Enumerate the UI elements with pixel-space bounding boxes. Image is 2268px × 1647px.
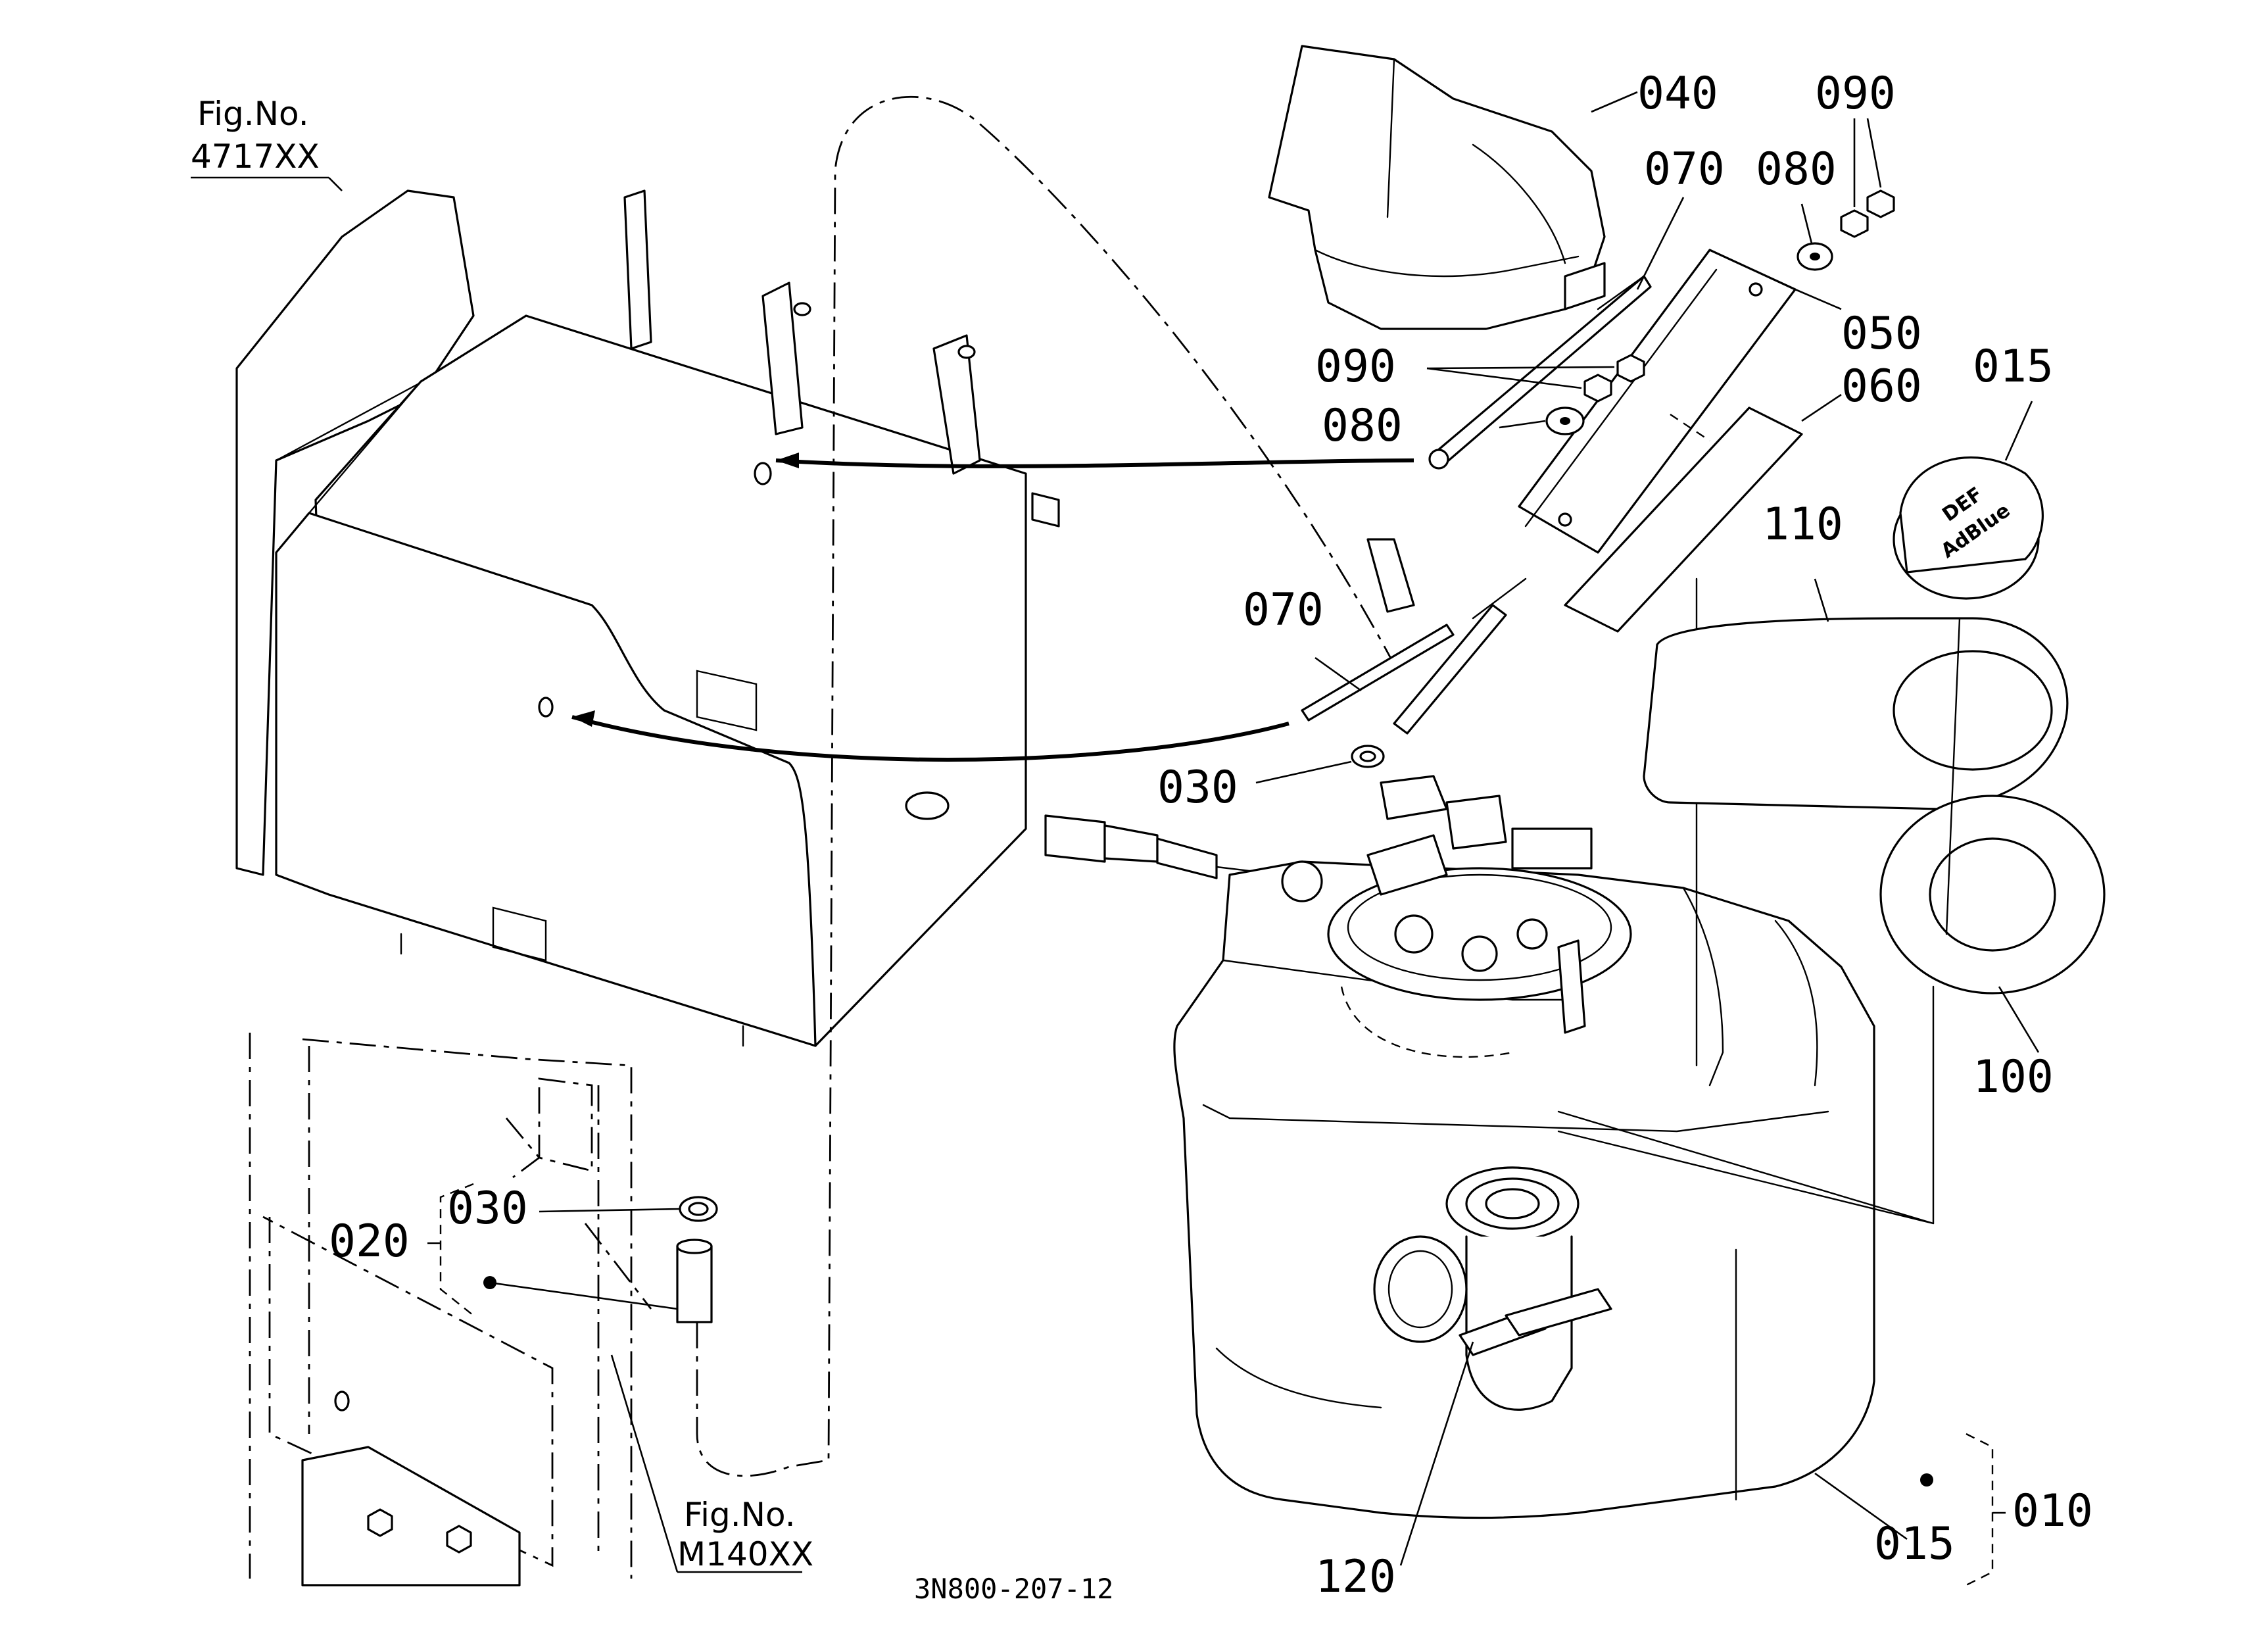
label-090-mid: 090: [1315, 341, 1396, 393]
drawing-code: 3N800-207-12: [914, 1573, 1113, 1605]
label-030-low: 030: [447, 1183, 528, 1235]
hose-clamp-lower: [539, 1196, 718, 1323]
clip-030-mid: [1255, 745, 1385, 784]
label-015-tank: 015: [1874, 1518, 1955, 1570]
label-030-mid: 030: [1157, 762, 1238, 814]
rubber-pad: [1564, 393, 1842, 633]
label-080-mid: 080: [1322, 400, 1403, 452]
retainer-bracket: [1518, 249, 1842, 554]
leader-fig-4717: [328, 177, 343, 191]
vent-tube: [1366, 538, 1415, 613]
group-bracket-010: [1920, 1433, 2006, 1586]
fig-ref-m140-line1: Fig.No.: [684, 1496, 796, 1534]
def-tank: [1173, 578, 1935, 1566]
label-060: 060: [1841, 360, 1922, 412]
label-120: 120: [1315, 1551, 1396, 1603]
washer-080-top: [1797, 203, 1833, 271]
gasket-100: [1879, 617, 2106, 1225]
assembly-arrow-lower: [571, 715, 1290, 762]
tension-rod-top: [1428, 197, 1685, 470]
label-040: 040: [1637, 68, 1718, 120]
harness-route-phantom: [696, 95, 1395, 1477]
leader-fig-m140: [610, 1354, 679, 1573]
sensor-connector: [1044, 814, 1284, 879]
def-filler-cap: DEF AdBlue: [1893, 401, 2044, 600]
group-bracket-020: [427, 1183, 678, 1316]
assembly-arrow-upper: [775, 458, 1414, 468]
fig-ref-4717-line2: 4717XX: [191, 137, 320, 176]
arrow-head-upper: [776, 453, 799, 468]
arrow-head-lower: [572, 710, 595, 727]
label-050: 050: [1841, 308, 1922, 360]
seal-gasket-110: [1643, 578, 2069, 810]
label-020: 020: [329, 1216, 410, 1267]
label-080-top: 080: [1756, 143, 1837, 195]
fig-ref-m140-line2: M140XX: [677, 1535, 813, 1573]
label-100: 100: [1973, 1051, 2054, 1103]
fig-ref-4717-line1: Fig.No.: [197, 95, 309, 133]
tank-bracket-frame: [235, 189, 1060, 1047]
label-070-mid: 070: [1243, 584, 1324, 636]
sensor-cover: [1268, 45, 1638, 330]
nut-090-mid: [1426, 354, 1645, 403]
label-010: 010: [2012, 1485, 2093, 1537]
washer-080-mid: [1499, 406, 1585, 435]
label-090-top: 090: [1815, 68, 1896, 120]
label-070-top: 070: [1644, 143, 1725, 195]
tension-rod-mid: [1301, 578, 1527, 735]
nut-090-top: [1840, 118, 1895, 238]
lower-frame-phantom: [249, 1033, 652, 1586]
label-110: 110: [1762, 499, 1843, 551]
label-015-cap: 015: [1973, 341, 2054, 393]
